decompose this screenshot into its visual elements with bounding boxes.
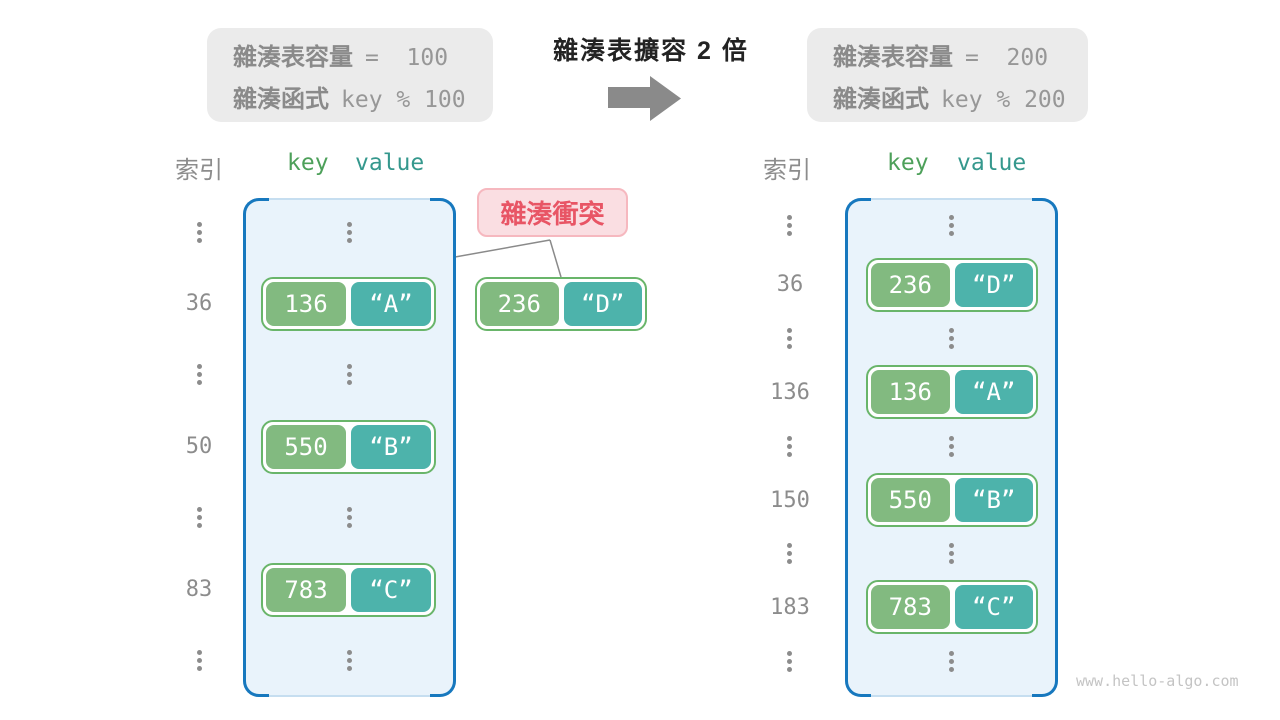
collision-callout: 雜湊衝突 <box>477 188 628 237</box>
left-key-header: key <box>287 150 329 176</box>
hash-fn-after-value: key % 200 <box>941 86 1066 113</box>
index-label: 36 <box>776 272 804 297</box>
hash-fn-after-label: 雜湊函式 <box>833 85 929 113</box>
value-cell: “B” <box>351 425 431 469</box>
ellipsis-dots <box>949 651 954 672</box>
ellipsis-dots <box>347 364 352 385</box>
kv-pair: 783 “C” <box>261 563 436 617</box>
capacity-before-label: 雜湊表容量 <box>233 43 353 71</box>
index-label: 183 <box>770 595 810 620</box>
index-label: 36 <box>185 291 213 316</box>
value-cell: “B” <box>954 478 1033 522</box>
capacity-before-box: 雜湊表容量 = 100 雜湊函式 key % 100 <box>207 28 493 122</box>
left-index-header: 索引 <box>175 157 223 184</box>
key-cell: 550 <box>266 425 346 469</box>
key-cell: 783 <box>871 585 950 629</box>
index-label: 83 <box>185 577 213 602</box>
key-cell: 783 <box>266 568 346 612</box>
value-cell: “A” <box>351 282 431 326</box>
colliding-kv-pair: 236 “D” <box>475 277 647 331</box>
ellipsis-dots <box>197 507 202 528</box>
index-label: 136 <box>770 380 810 405</box>
right-table-bracket-right <box>1032 198 1058 697</box>
value-cell: “C” <box>954 585 1033 629</box>
ellipsis-dots <box>787 328 792 349</box>
capacity-after-label: 雜湊表容量 <box>833 43 953 71</box>
collision-line-right <box>549 239 562 278</box>
index-label: 50 <box>185 434 213 459</box>
expand-title: 雜湊表擴容 2 倍 <box>553 37 749 65</box>
ellipsis-dots <box>949 436 954 457</box>
value-cell: “A” <box>954 370 1033 414</box>
key-cell: 136 <box>871 370 950 414</box>
ellipsis-dots <box>347 650 352 671</box>
right-index-header: 索引 <box>763 157 811 184</box>
left-table-bracket-left <box>243 198 269 697</box>
ellipsis-dots <box>787 215 792 236</box>
right-table-bracket-left <box>845 198 871 697</box>
watermark: www.hello-algo.com <box>1076 672 1239 690</box>
hash-fn-before-label: 雜湊函式 <box>233 85 329 113</box>
kv-pair: 783 “C” <box>866 580 1038 634</box>
capacity-after-line2: 雜湊函式 key % 200 <box>833 79 1088 114</box>
ellipsis-dots <box>347 507 352 528</box>
key-cell: 236 <box>871 263 950 307</box>
index-label: 150 <box>770 488 810 513</box>
value-cell: “D” <box>563 282 642 326</box>
capacity-before-line1: 雜湊表容量 = 100 <box>233 37 493 72</box>
key-cell: 136 <box>266 282 346 326</box>
right-value-header: value <box>957 150 1027 176</box>
ellipsis-dots <box>197 364 202 385</box>
ellipsis-dots <box>949 328 954 349</box>
capacity-after-box: 雜湊表容量 = 200 雜湊函式 key % 200 <box>807 28 1088 122</box>
key-cell: 550 <box>871 478 950 522</box>
value-cell: “C” <box>351 568 431 612</box>
ellipsis-dots <box>787 651 792 672</box>
ellipsis-dots <box>787 543 792 564</box>
right-key-header: key <box>887 150 929 176</box>
kv-pair: 136 “A” <box>261 277 436 331</box>
ellipsis-dots <box>197 650 202 671</box>
expand-arrow-icon <box>608 76 681 121</box>
left-table-bracket-right <box>430 198 456 697</box>
capacity-before-value: = 100 <box>365 44 449 71</box>
left-value-header: value <box>355 150 425 176</box>
kv-pair: 550 “B” <box>866 473 1038 527</box>
ellipsis-dots <box>347 222 352 243</box>
ellipsis-dots <box>197 222 202 243</box>
kv-pair: 550 “B” <box>261 420 436 474</box>
key-cell: 236 <box>480 282 559 326</box>
ellipsis-dots <box>787 436 792 457</box>
hash-fn-before-value: key % 100 <box>341 86 466 113</box>
ellipsis-dots <box>949 543 954 564</box>
kv-pair: 236 “D” <box>866 258 1038 312</box>
kv-pair: 136 “A” <box>866 365 1038 419</box>
capacity-after-value: = 200 <box>965 44 1049 71</box>
capacity-before-line2: 雜湊函式 key % 100 <box>233 79 493 114</box>
capacity-after-line1: 雜湊表容量 = 200 <box>833 37 1088 72</box>
ellipsis-dots <box>949 215 954 236</box>
value-cell: “D” <box>954 263 1033 307</box>
